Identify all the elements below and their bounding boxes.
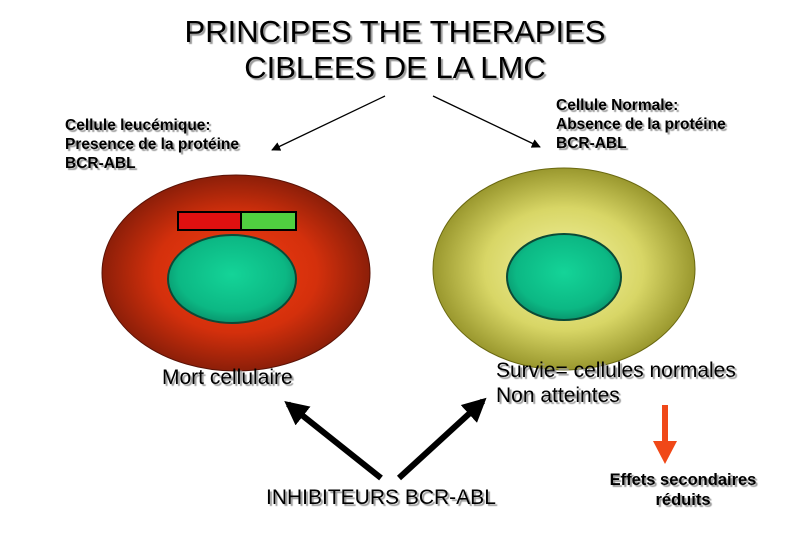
normal-label-line-1: Cellule Normale: <box>556 97 679 114</box>
abl-segment <box>240 211 297 231</box>
title-line-1: PRINCIPES THE THERAPIES <box>184 14 606 49</box>
leukemic-nucleus <box>167 234 297 324</box>
survie-line-2: Non atteintes <box>496 384 620 407</box>
normal-nucleus <box>506 233 622 321</box>
page-title: PRINCIPES THE THERAPIES CIBLEES DE LA LM… <box>0 14 790 86</box>
side-effects-label: Effets secondaires réduits <box>583 470 783 510</box>
arrow-inhibitor-to-mort <box>284 401 383 481</box>
leukemic-cell-label: Cellule leucémique: Presence de la proté… <box>65 116 239 173</box>
normal-label-line-2: Absence de la protéine <box>556 116 726 133</box>
inhibitor-label: INHIBITEURS BCR-ABL <box>266 486 496 509</box>
arrow-to-leukemic-label <box>271 95 386 151</box>
leukemic-label-line-3: BCR-ABL <box>65 155 136 172</box>
normal-cell-label: Cellule Normale: Absence de la protéine … <box>556 96 726 153</box>
title-line-2: CIBLEES DE LA LMC <box>244 50 546 85</box>
leukemic-cell <box>101 174 371 372</box>
bcr-segment <box>177 211 242 231</box>
arrow-inhibitor-to-survie <box>396 397 487 481</box>
arrow-to-normal-label <box>432 95 541 148</box>
side-effects-line-2: réduits <box>655 491 711 509</box>
side-effects-line-1: Effets secondaires <box>609 471 757 489</box>
mort-cellulaire-label: Mort cellulaire <box>162 366 293 389</box>
side-effects-down-arrow <box>653 405 677 464</box>
normal-label-line-3: BCR-ABL <box>556 135 627 152</box>
survie-label: Survie= cellules normales Non atteintes <box>496 358 736 408</box>
normal-cell <box>432 167 696 371</box>
leukemic-label-line-1: Cellule leucémique: <box>65 117 211 134</box>
survie-line-1: Survie= cellules normales <box>496 359 736 382</box>
leukemic-label-line-2: Presence de la protéine <box>65 136 240 153</box>
